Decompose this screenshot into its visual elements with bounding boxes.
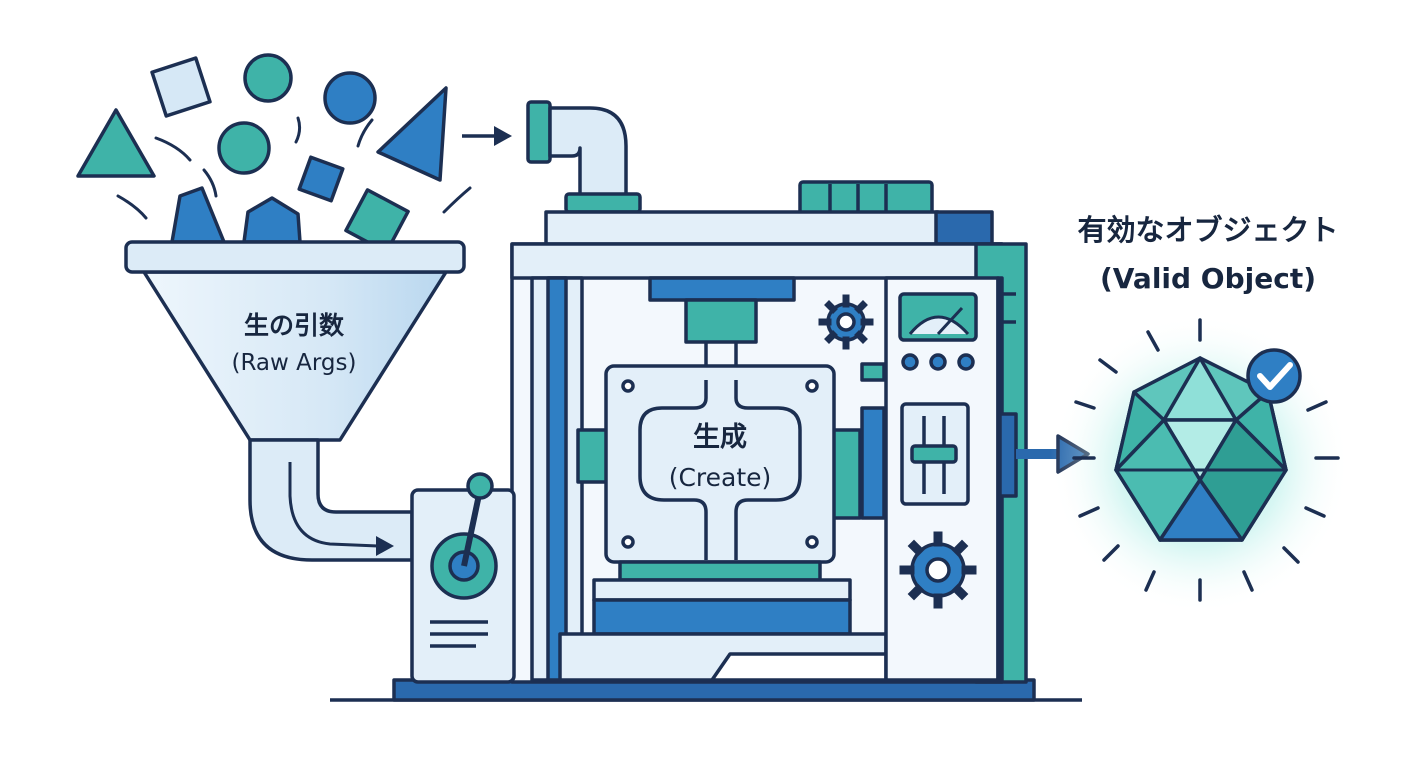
- lever: [461, 489, 483, 567]
- create-mold: [638, 380, 802, 560]
- gear-icon: [899, 531, 977, 609]
- funnel-spout: [248, 438, 414, 562]
- top-vent: [798, 180, 934, 216]
- input-label-jp: 生の引数: [244, 311, 345, 340]
- triangle-shape: [376, 86, 448, 182]
- check-badge-icon: [1246, 348, 1302, 404]
- triangle-shape: [76, 108, 156, 178]
- motion-lines: [116, 116, 472, 220]
- raw-args-shapes: [76, 53, 448, 254]
- feed-arrow: [462, 126, 512, 146]
- pentagon-shape: [242, 196, 302, 244]
- top-pipe: [526, 100, 642, 214]
- funnel-rim: [124, 240, 466, 274]
- process-label-en: (Create): [669, 463, 772, 492]
- machine-top-cap: [544, 210, 940, 248]
- factory-machine: [330, 180, 1090, 702]
- output-label-jp: 有効なオブジェクト: [1077, 213, 1338, 247]
- gear-icon: [818, 294, 874, 350]
- input-funnel: [124, 240, 466, 562]
- valid-object-gem: [1114, 356, 1288, 542]
- circle-shape: [243, 53, 293, 103]
- sparkle-rays: [1072, 318, 1340, 602]
- circle-shape: [217, 121, 271, 175]
- process-label-jp: 生成: [693, 422, 747, 453]
- input-label-en: (Raw Args): [231, 350, 356, 376]
- circle-shape: [323, 71, 377, 125]
- output-label-en: (Valid Object): [1100, 262, 1316, 295]
- square-shape: [297, 155, 345, 203]
- square-shape: [150, 56, 212, 118]
